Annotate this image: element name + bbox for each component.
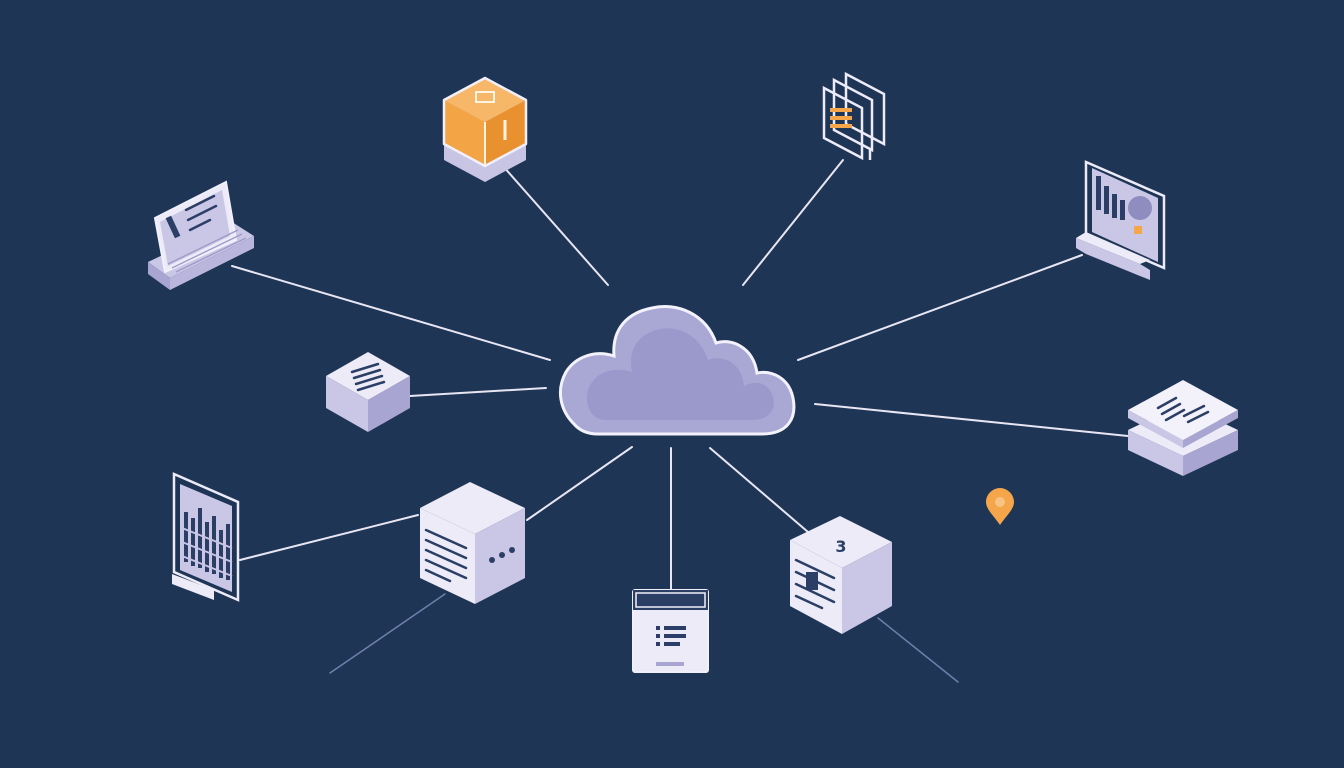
server-box-icon [420, 482, 525, 604]
connector-right-stack [814, 403, 1129, 437]
connector-server-box [526, 446, 633, 521]
monitor-chart-icon [1076, 160, 1166, 280]
connector-left-block [409, 387, 547, 397]
connector-top-document [742, 159, 844, 286]
connector-top-cube [501, 164, 609, 286]
connector-faint-left [329, 593, 446, 674]
laptop-icon [148, 180, 254, 290]
tablet-chart-icon [172, 472, 240, 602]
stacked-server-icon [1128, 380, 1238, 476]
connector-number-cube [709, 447, 809, 533]
connector-faint-right [877, 617, 959, 683]
connector-laptop [231, 265, 551, 361]
connector-tablet [239, 514, 419, 561]
server-block-icon [326, 352, 410, 432]
document-stack-icon [822, 71, 886, 161]
cube-number-label: 3 [835, 537, 846, 556]
connectors [231, 159, 1129, 683]
connector-monitor [797, 254, 1083, 361]
display-device-icon [632, 589, 709, 673]
numbered-cube-icon: 3 [790, 516, 892, 634]
cloud-icon [558, 305, 796, 436]
location-pin-icon [986, 488, 1014, 525]
cube-icon [442, 76, 528, 182]
